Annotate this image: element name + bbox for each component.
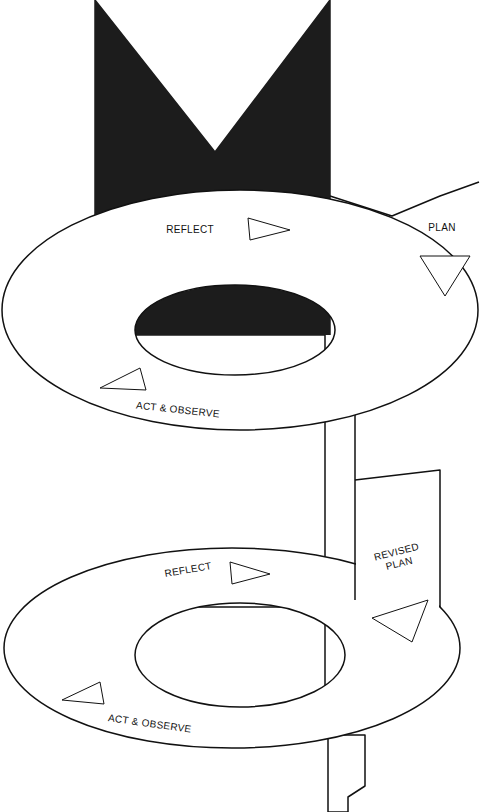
stage-label: REFLECT: [164, 224, 216, 236]
stage-label-box: REFLECT: [161, 555, 215, 582]
stage-label: REVISED PLAN: [365, 539, 431, 576]
stage-label-box: ACT & OBSERVE: [133, 394, 223, 421]
arrow-triangle: [62, 682, 104, 704]
stage-label-box: REFLECT: [164, 219, 216, 237]
revised-strip-edge: [354, 480, 356, 600]
arrow-triangle: [372, 600, 428, 642]
arrow-triangle: [100, 368, 146, 390]
upper-loop: [2, 190, 478, 430]
stage-label-box: REVISED PLAN: [365, 539, 431, 578]
arrow-triangle: [230, 562, 270, 584]
arrow-triangle: [420, 256, 470, 296]
stage-label: ACT & OBSERVE: [105, 712, 194, 736]
stage-label: ACT & OBSERVE: [133, 399, 222, 420]
stage-label: REFLECT: [162, 560, 215, 580]
stage-label-box: ACT & OBSERVE: [105, 707, 195, 737]
stage-label-box: PLAN: [426, 217, 457, 235]
arrow-triangle: [248, 218, 290, 240]
stage-label: PLAN: [426, 222, 457, 234]
revised-strip-edge: [355, 470, 440, 607]
tail-strip: [328, 735, 365, 812]
